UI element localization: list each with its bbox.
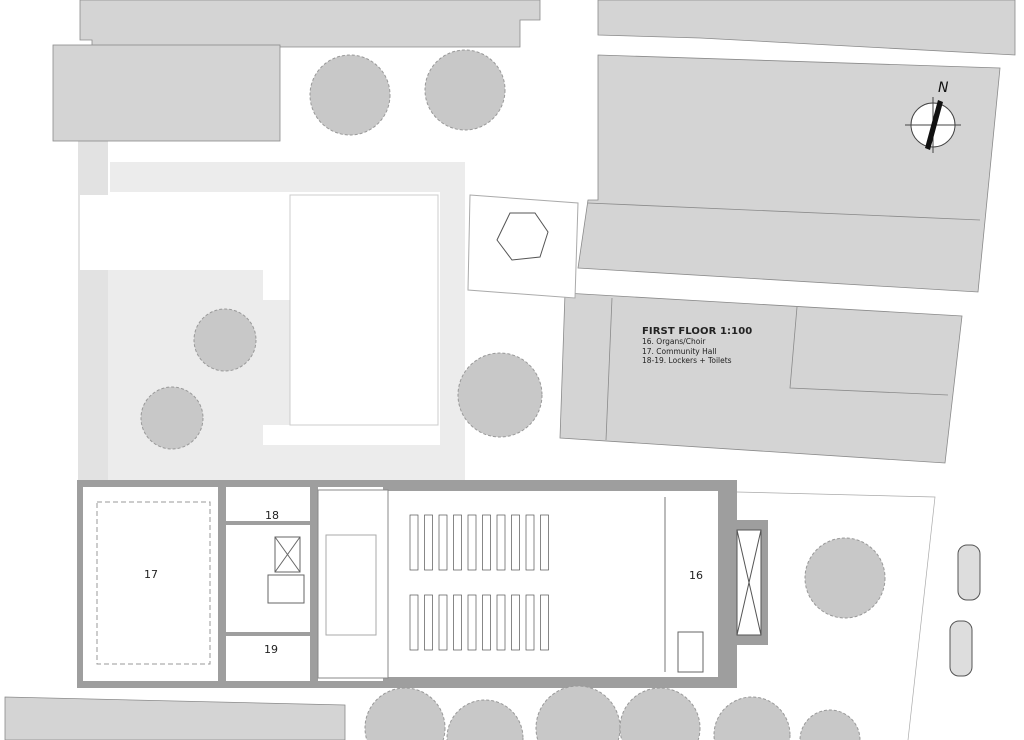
north-label: N bbox=[938, 80, 949, 96]
pew bbox=[482, 594, 491, 651]
tree-icon bbox=[619, 687, 701, 740]
pew bbox=[424, 514, 433, 571]
tree-icon bbox=[364, 687, 446, 740]
pew bbox=[525, 514, 535, 571]
pew bbox=[438, 514, 448, 571]
legend-item: 16. Organs/Choir bbox=[642, 337, 706, 346]
tree-icon bbox=[713, 696, 791, 740]
north-arrow-icon bbox=[905, 97, 961, 153]
pew bbox=[409, 594, 419, 651]
tree-icon bbox=[535, 685, 621, 740]
pew bbox=[453, 514, 462, 571]
pew bbox=[409, 514, 419, 571]
pew bbox=[496, 514, 506, 571]
neighbour-buildings bbox=[4, 0, 1016, 740]
legend: FIRST FLOOR 1:100 16. Organs/Choir 17. C… bbox=[642, 326, 752, 366]
legend-item: 17. Community Hall bbox=[642, 346, 717, 356]
tree-icon bbox=[193, 308, 257, 372]
pew bbox=[496, 594, 506, 651]
trees bbox=[140, 49, 886, 740]
tree-icon bbox=[140, 386, 204, 450]
tree-icon bbox=[457, 352, 543, 438]
pew bbox=[511, 514, 520, 571]
pew bbox=[540, 594, 549, 651]
tree-icon bbox=[309, 54, 391, 136]
room-label-17: 17 bbox=[144, 568, 158, 581]
pew bbox=[467, 514, 477, 571]
pew bbox=[511, 594, 520, 651]
tree-icon bbox=[446, 699, 524, 740]
car-icon bbox=[957, 544, 981, 601]
legend-item: 18-19. Lockers + Toilets bbox=[642, 356, 732, 365]
legend-title: FIRST FLOOR 1:100 bbox=[642, 326, 753, 337]
tree-icon bbox=[799, 709, 861, 740]
tree-icon bbox=[804, 537, 886, 619]
room-label-18: 18 bbox=[265, 509, 279, 522]
pew bbox=[453, 594, 462, 651]
pew bbox=[540, 514, 549, 571]
room-label-16: 16 bbox=[689, 569, 703, 582]
pew bbox=[525, 594, 535, 651]
car-icon bbox=[949, 620, 973, 677]
pew bbox=[482, 514, 491, 571]
main-building bbox=[77, 480, 768, 688]
room-label-19: 19 bbox=[264, 643, 278, 656]
seating bbox=[409, 514, 549, 651]
pew bbox=[424, 594, 433, 651]
paving bbox=[78, 140, 465, 482]
cars bbox=[949, 544, 981, 677]
pew bbox=[438, 594, 448, 651]
tree-icon bbox=[424, 49, 506, 131]
pew bbox=[467, 594, 477, 651]
